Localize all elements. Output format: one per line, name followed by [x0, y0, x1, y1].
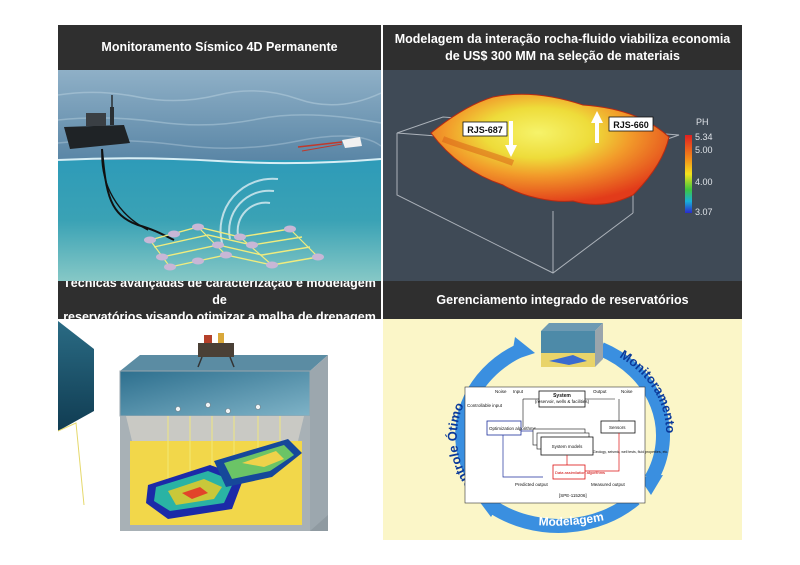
svg-text:4.00: 4.00	[695, 177, 713, 187]
fpso-ship-icon	[64, 95, 130, 149]
seismic-wave-icon	[219, 177, 279, 244]
ph-reservoir-model: RJS-687 RJS-660 PH 5.34 5.00 4.00 3.07	[396, 93, 713, 274]
ph-color-legend: PH 5.34 5.00 4.00 3.07	[685, 117, 713, 217]
well-rjs-687: RJS-687	[462, 121, 517, 157]
svg-text:PH: PH	[696, 117, 709, 127]
svg-text:Data assimilation algorithms: Data assimilation algorithms	[555, 470, 605, 475]
svg-text:Measured output: Measured output	[591, 482, 626, 487]
svg-text:Input: Input	[513, 389, 524, 394]
svg-text:System models: System models	[552, 444, 584, 449]
panel-seismic-monitoring: Monitoramento Sísmico 4D Permanente	[58, 25, 381, 281]
arrow-head-top	[511, 337, 535, 361]
svg-text:Predicted output: Predicted output	[515, 482, 549, 487]
closed-loop-management-diagram: Controle Ótimo Monitoramento Modelagem S…	[445, 323, 678, 533]
sensor-grid	[144, 223, 324, 271]
platform-icon	[197, 333, 235, 368]
svg-text:System: System	[553, 393, 571, 399]
panel-reservoir-characterization: Técnicas avançadas de caracterização e m…	[58, 281, 381, 540]
seismic-vessel-icon	[297, 137, 362, 152]
svg-text:5.34: 5.34	[695, 132, 713, 142]
reservoir-surface-right	[214, 439, 302, 487]
reservoir-box-icon	[541, 323, 603, 367]
well-rjs-660: RJS-660	[591, 111, 654, 143]
well-label-687: RJS-687	[467, 125, 503, 135]
svg-text:Geology, seismic, well tests,: Geology, seismic, well tests, fluid prop…	[593, 450, 668, 454]
reservoir-block-illustration	[58, 321, 328, 531]
svg-text:[SPE-115206]: [SPE-115206]	[559, 493, 587, 498]
panel-title-rock-fluid: Modelagem da interação rocha-fluido viab…	[383, 25, 742, 70]
svg-text:3.07: 3.07	[695, 207, 713, 217]
panel-title-integrated-management: Gerenciamento integrado de reservatórios	[383, 281, 742, 319]
svg-text:Sensors: Sensors	[609, 425, 626, 430]
svg-text:Controllable input: Controllable input	[467, 403, 503, 408]
svg-text:Noise: Noise	[621, 389, 633, 394]
panel-rock-fluid-model: RJS-687 RJS-660 PH 5.34 5.00 4.00 3.07 M…	[383, 25, 742, 281]
well-label-660: RJS-660	[613, 120, 649, 130]
svg-text:Noise: Noise	[495, 389, 507, 394]
control-block-diagram: System (reservoir, wells & facilities) N…	[464, 386, 668, 504]
seismic-ocean-illustration	[58, 70, 381, 281]
svg-text:5.00: 5.00	[695, 145, 713, 155]
svg-text:Optimization algorithms: Optimization algorithms	[489, 426, 537, 431]
panel-integrated-management: Controle Ótimo Monitoramento Modelagem S…	[383, 281, 742, 540]
reservoir-surface-left	[146, 465, 244, 519]
panel-title-seismic: Monitoramento Sísmico 4D Permanente	[58, 25, 381, 70]
panel-title-characterization: Técnicas avançadas de caracterização e m…	[58, 281, 381, 324]
svg-text:(reservoir, wells & facilities: (reservoir, wells & facilities)	[535, 399, 590, 404]
svg-text:Output: Output	[593, 389, 607, 394]
